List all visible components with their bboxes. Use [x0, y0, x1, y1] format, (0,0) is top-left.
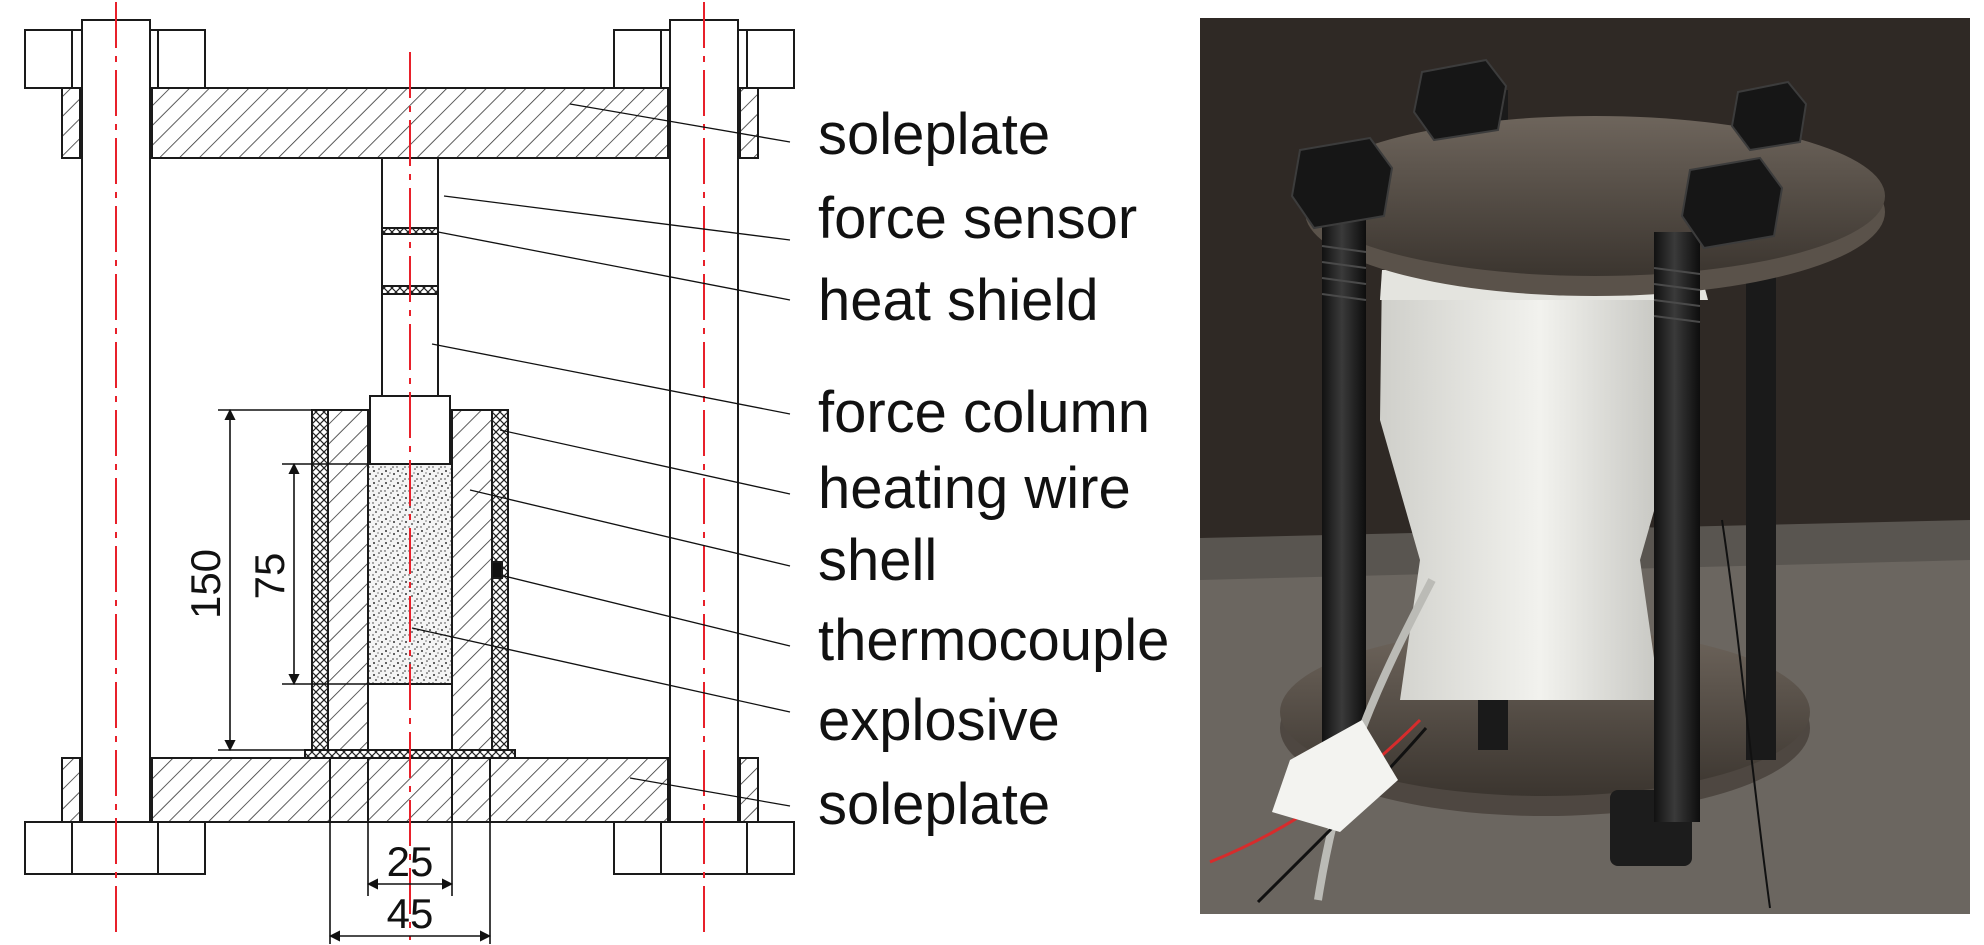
- label-soleplate-top: soleplate: [818, 102, 1050, 167]
- dim-150: 150: [182, 549, 229, 619]
- label-thermocouple: thermocouple: [818, 608, 1169, 673]
- label-soleplate-bottom: soleplate: [818, 772, 1050, 837]
- label-force-sensor: force sensor: [818, 186, 1137, 251]
- label-heat-shield: heat shield: [818, 268, 1099, 333]
- apparatus-photo: [1200, 18, 1970, 914]
- label-heating-wire: heating wire: [818, 456, 1131, 521]
- label-explosive: explosive: [818, 688, 1060, 753]
- leader-lines: [411, 103, 791, 807]
- dim-45: 45: [387, 890, 434, 937]
- dim-25: 25: [387, 838, 434, 885]
- label-force-column: force column: [818, 380, 1150, 445]
- component-labels: soleplate force sensor heat shield force…: [818, 102, 1169, 837]
- label-shell: shell: [818, 528, 937, 593]
- centerlines: [115, 2, 705, 940]
- dim-75: 75: [246, 553, 293, 600]
- technical-drawing: [24, 2, 795, 944]
- dimension-lines: [218, 408, 492, 944]
